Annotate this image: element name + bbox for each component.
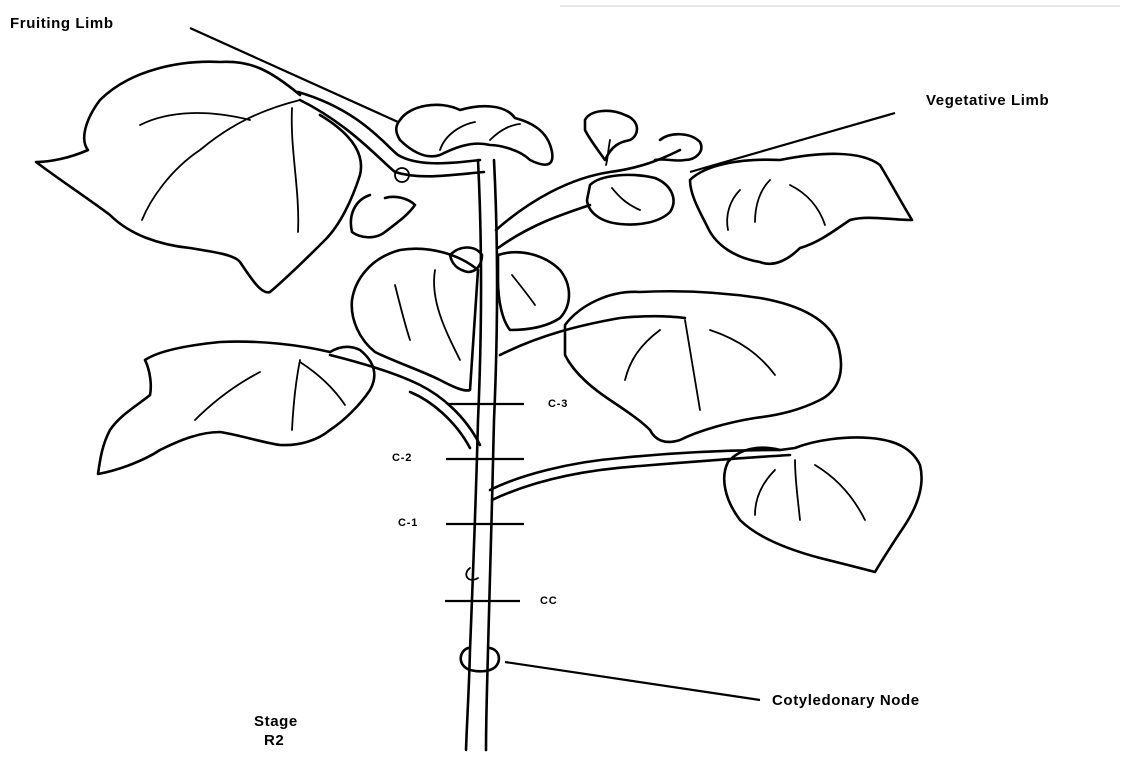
leaf-top-cluster xyxy=(351,105,552,237)
leaf-middle-right xyxy=(500,291,841,442)
label-fruiting-limb: Fruiting Limb xyxy=(10,16,114,31)
label-c3: C-3 xyxy=(548,399,568,410)
fruiting-limb-branch xyxy=(298,92,484,182)
label-c1: C-1 xyxy=(398,518,418,529)
leaf-lower-left xyxy=(98,342,480,474)
leader-vegetative-limb xyxy=(690,113,895,172)
leaf-vegetative-small xyxy=(585,111,701,225)
label-cc: CC xyxy=(540,596,558,607)
leaf-lower-right xyxy=(490,437,922,572)
label-stage-code: R2 xyxy=(264,733,284,748)
leader-cotyledonary-node xyxy=(505,662,760,700)
leader-fruiting-limb xyxy=(190,28,398,122)
label-vegetative-limb: Vegetative Limb xyxy=(926,93,1049,108)
leaf-vegetative-right xyxy=(690,154,912,264)
label-stage: Stage xyxy=(254,714,298,729)
leaf-middle-near-stem xyxy=(450,248,569,331)
label-c2: C-2 xyxy=(392,453,412,464)
label-cotyledonary-node: Cotyledonary Node xyxy=(772,693,920,708)
